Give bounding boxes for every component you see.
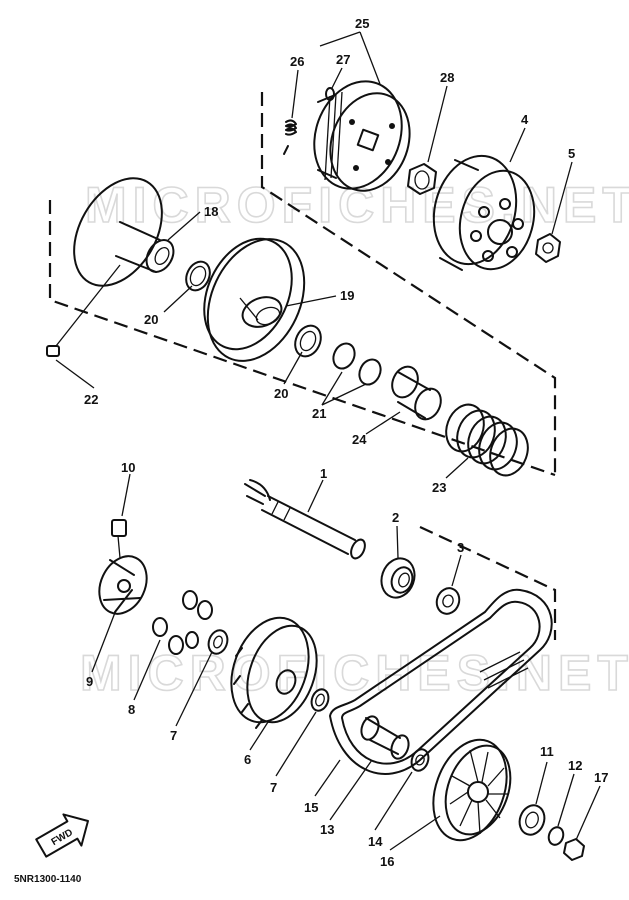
callout-15: 15 [304,800,318,815]
callout-17: 17 [594,770,608,785]
clutch-carrier-assembly [313,80,411,192]
callout-9: 9 [86,674,93,689]
collar-7-right [310,688,330,712]
callout-20-upper: 20 [144,312,158,327]
callout-1: 1 [320,466,327,481]
callout-8: 8 [128,702,135,717]
callout-14: 14 [368,834,383,849]
washer-14 [410,748,430,772]
spring-26 [283,119,297,155]
primary-sliding-sheave-6 [230,616,318,729]
diagram-code: 5NR1300-1140 [14,874,82,885]
callout-16: 16 [380,854,394,869]
callout-6: 6 [244,752,251,767]
callout-13: 13 [320,822,334,837]
washer-12 [547,826,565,846]
callout-3: 3 [457,540,464,555]
callout-12: 12 [568,758,582,773]
watermark-bottom: MICROFICHES.NET [80,645,629,701]
compression-spring-23 [445,403,529,477]
slider-10 [111,519,127,537]
nut-17 [563,838,585,861]
callout-7-left: 7 [170,728,177,743]
callout-11: 11 [540,744,554,759]
washer-3 [435,587,461,615]
callout-28: 28 [440,70,454,85]
callout-25: 25 [355,16,369,31]
collar-13 [360,715,410,760]
clutch-housing-4 [432,154,536,271]
callout-19: 19 [340,288,354,303]
weights-8 [152,590,213,655]
oil-seal-20-lower [294,324,322,358]
pin-22 [46,345,60,357]
leader-lines [55,31,601,851]
callout-20-lower: 20 [274,386,288,401]
oil-seal-20-upper [185,260,211,292]
cam-9 [98,555,148,615]
callout-26: 26 [290,54,304,69]
primary-fixed-sheave-16 [432,738,512,842]
callout-7-right: 7 [270,780,277,795]
fwd-arrow-icon: FWD [35,813,89,858]
collar-7-left [207,629,229,655]
upper-frame [260,92,557,475]
callout-24: 24 [352,432,367,447]
callout-27: 27 [336,52,350,67]
callout-4: 4 [521,112,529,127]
o-rings-21 [332,342,382,386]
v-belt-15 [329,588,553,775]
lower-frame [419,526,557,640]
nut-5 [535,233,561,263]
callout-18: 18 [204,204,218,219]
primary-shaft-1 [244,479,366,560]
spring-seat-24 [391,365,442,421]
nut-28 [407,163,437,195]
callout-23: 23 [432,480,446,495]
watermark-top: MICROFICHES.NET [85,177,629,233]
secondary-sliding-sheave-19 [203,237,306,362]
secondary-fixed-sheave-18 [73,177,175,287]
callout-2: 2 [392,510,399,525]
middle-frame [48,200,556,477]
callout-21: 21 [312,406,326,421]
washer-11 [518,804,546,836]
callout-5: 5 [568,146,575,161]
bearing-2 [380,557,416,599]
callout-22: 22 [84,392,98,407]
callouts: 25 26 27 28 4 5 18 19 20 20 21 22 24 23 … [84,16,608,869]
callout-10: 10 [121,460,135,475]
pin-27 [325,87,335,101]
